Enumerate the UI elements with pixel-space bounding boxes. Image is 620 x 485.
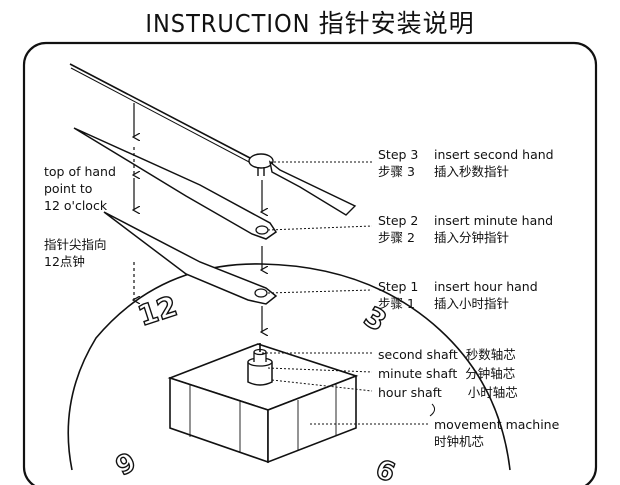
outer-frame [22,41,598,485]
note-zh-line-2: 12点钟 [44,254,85,269]
hour-shaft-label: hour shaft 小时轴芯 [378,384,518,401]
second-hand [69,63,357,216]
note-zh: 指针尖指向 12点钟 [44,236,107,270]
minute-shaft-zh: 分钟轴芯 [465,366,516,381]
step-3-zh-text: 插入秒数指针 [434,164,510,179]
dial-numeral-6: 6 [372,454,399,485]
step-2-en-text: insert minute hand [434,213,554,228]
hour-shaft-zh: 小时轴芯 [467,385,518,400]
step-1-en-text: insert hour hand [434,279,538,294]
note-line-2: point to [44,181,93,196]
step-1-zh-step: 步骤 1 [378,296,415,311]
note-line-1: top of hand [44,164,116,179]
movement-zh: 时钟机芯 [434,434,485,449]
movement-box [167,343,359,464]
step-1-label: Step 1 insert hour hand 步骤 1 插入小时指针 [378,278,538,312]
step-2-label: Step 2 insert minute hand 步骤 2 插入分钟指针 [378,212,553,246]
dial-numeral-12: 12 [134,289,181,332]
minute-shaft-en: minute shaft [378,366,458,381]
step-3-en-text: insert second hand [434,147,554,162]
minute-hand [73,127,278,240]
note-top-of-hand: top of hand point to 12 o'clock [44,163,116,214]
install-arrows [134,103,262,332]
second-shaft-en: second shaft [378,347,458,362]
second-shaft-label: second shaft 秒数轴芯 [378,346,516,363]
step-1-en-step: Step 1 [378,279,419,294]
step-2-zh-step: 步骤 2 [378,230,415,245]
dial-numeral-9: 9 [111,447,141,482]
leader-lines [262,161,430,425]
hour-shaft-en: hour shaft [378,385,442,400]
hour-hand [103,211,278,305]
step-2-en-step: Step 2 [378,213,419,228]
step-1-zh-text: 插入小时指针 [434,296,510,311]
second-shaft-zh: 秒数轴芯 [465,347,516,362]
movement-label: movement machine 时钟机芯 [434,416,559,450]
movement-leader-curve [429,403,436,417]
note-zh-line-1: 指针尖指向 [44,237,107,252]
step-3-label: Step 3 insert second hand 步骤 3 插入秒数指针 [378,146,554,180]
movement-en: movement machine [434,417,560,432]
step-2-zh-text: 插入分钟指针 [434,230,510,245]
step-3-zh-step: 步骤 3 [378,164,415,179]
minute-shaft-label: minute shaft 分钟轴芯 [378,365,515,382]
note-line-3: 12 o'clock [44,198,108,213]
step-3-en-step: Step 3 [378,147,419,162]
page-title: INSTRUCTION 指针安装说明 [145,9,475,38]
